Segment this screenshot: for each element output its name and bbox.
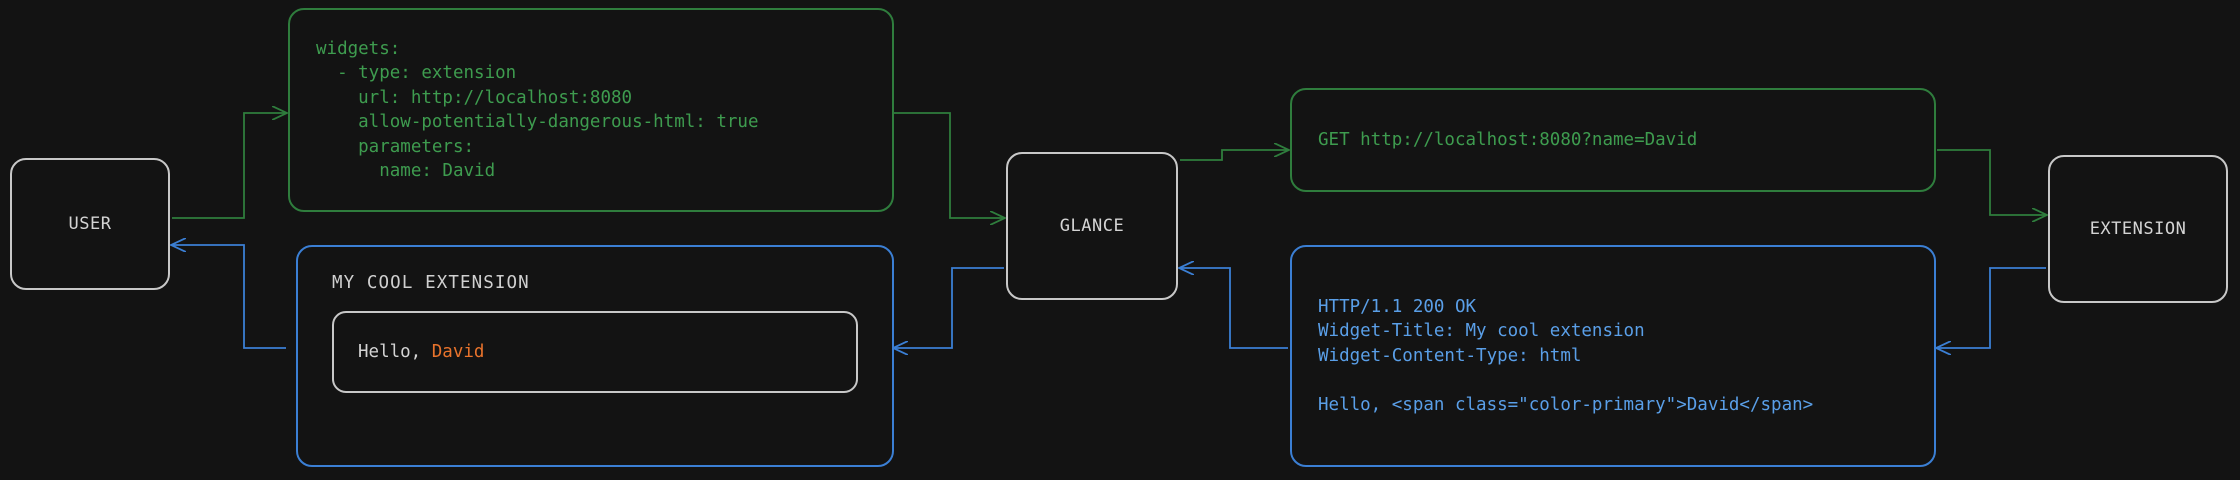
node-extension-label: EXTENSION [2089, 219, 2187, 239]
node-user-label: USER [68, 214, 112, 234]
http-response-text: HTTP/1.1 200 OK Widget-Title: My cool ex… [1318, 296, 1814, 415]
node-glance[interactable]: GLANCE [1006, 152, 1178, 300]
node-user[interactable]: USER [10, 158, 170, 290]
rendered-widget-card: Hello, David [332, 311, 858, 393]
config-yaml-text: widgets: - type: extension url: http://l… [316, 38, 759, 182]
rendered-widget-greeting: Hello, [358, 342, 432, 362]
http-request-text: GET http://localhost:8080?name=David [1318, 129, 1698, 150]
node-extension[interactable]: EXTENSION [2048, 155, 2228, 303]
rendered-widget-preview: MY COOL EXTENSION Hello, David [296, 245, 894, 467]
http-request-block: GET http://localhost:8080?name=David [1290, 88, 1936, 192]
http-response-block: HTTP/1.1 200 OK Widget-Title: My cool ex… [1290, 245, 1936, 467]
rendered-widget-name: David [431, 342, 485, 362]
config-yaml-block: widgets: - type: extension url: http://l… [288, 8, 894, 212]
rendered-widget-title: MY COOL EXTENSION [332, 273, 530, 293]
node-glance-label: GLANCE [1059, 216, 1125, 236]
